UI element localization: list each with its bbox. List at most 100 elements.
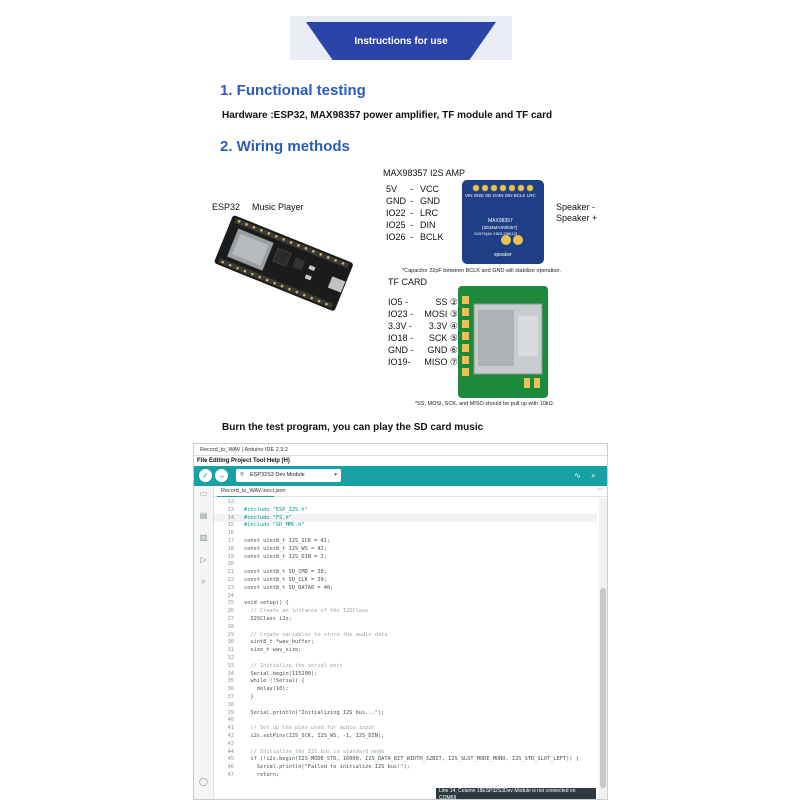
line-number: 40	[227, 717, 234, 724]
line-number: 32	[227, 655, 234, 661]
code-line[interactable]: 14#include "FS.h"	[214, 513, 597, 522]
scrollbar-thumb[interactable]	[600, 588, 606, 788]
line-code: #include "ESP_I2S.h"	[244, 506, 308, 513]
ide-tabs: Record_to_WAV.ino ci.json ⋯	[214, 486, 607, 497]
line-code: // Set up the pins used for audio input	[244, 725, 375, 732]
search-icon[interactable]: ⌕	[201, 577, 206, 586]
amp-board-speaker: speaker	[494, 252, 512, 258]
code-line[interactable]: 29 // Create variables to store the audi…	[214, 631, 597, 639]
code-line[interactable]: 16	[214, 529, 597, 537]
line-number: 39	[227, 709, 234, 716]
code-line[interactable]: 27 I2SClass i2s;	[214, 615, 597, 623]
library-icon[interactable]: ▥	[199, 533, 208, 542]
upload-button[interactable]: →	[215, 469, 228, 482]
code-line[interactable]: 31 size_t wav_size;	[214, 646, 597, 654]
line-code: I2SClass i2s;	[244, 616, 292, 622]
line-number: 19	[227, 553, 234, 560]
line-number: 16	[227, 530, 234, 537]
amp-note: *Capacitor 22pF between BCLK and GND wil…	[402, 268, 561, 274]
tf-left-pin: IO18 -	[388, 333, 414, 343]
code-line[interactable]: 45 if (!i2s.begin(I2S_MODE_STD, 16000, I…	[214, 755, 597, 763]
board-selector[interactable]: ESP32S3 Dev Module ⚲ ▾	[236, 469, 341, 482]
line-number: 44	[227, 748, 234, 755]
line-number: 18	[227, 545, 234, 552]
line-number: 45	[227, 756, 234, 763]
tf-right-pin: 3.3V ④	[428, 321, 458, 331]
amp-dash: -	[410, 196, 413, 206]
monitor-icon: ⌕	[591, 471, 596, 480]
amp-dash: -	[410, 208, 413, 218]
code-line[interactable]: 40	[214, 716, 597, 724]
code-line[interactable]: 43	[214, 740, 597, 748]
status-bar: Line 14, Column 18ESP32S3Dev Module is n…	[436, 788, 596, 799]
code-line[interactable]: 36 delay(10);	[214, 685, 597, 693]
verify-button[interactable]: ✓	[199, 469, 212, 482]
line-code: // Initialize the serial port	[244, 662, 343, 669]
code-line[interactable]: 26 // Create an instance of the I2SClass	[214, 607, 597, 615]
code-line[interactable]: 39 Serial.println("Initializing I2S bus.…	[214, 709, 597, 717]
code-line[interactable]: 13 #include "ESP_I2S.h"	[214, 506, 597, 514]
line-number: 12	[227, 499, 234, 505]
tf-left-pin: IO23 -	[388, 309, 414, 319]
editor-scrollbar[interactable]	[599, 498, 607, 799]
more-icon[interactable]: ⋯	[597, 487, 603, 493]
line-number: 13	[227, 506, 234, 513]
line-number: 46	[227, 764, 234, 771]
code-line[interactable]: 15#include "SD_MMC.h"	[214, 521, 597, 529]
tab-record-to-wav[interactable]: Record_to_WAV.ino	[217, 486, 274, 497]
code-line[interactable]: 30 uint8_t *wav_buffer;	[214, 638, 597, 646]
serial-plotter-button[interactable]: ∿	[572, 470, 583, 481]
code-line[interactable]: 42 i2s.setPins(I2S_SCK, I2S_WS, -1, I2S_…	[214, 732, 597, 740]
line-code: const uint8_t SD_CLK = 39;	[244, 577, 327, 583]
serial-monitor-button[interactable]: ⌕	[588, 470, 599, 481]
max98357-board-image: VIN GND SD GAIN DIN BCLK LRC MAX98357 (3…	[462, 180, 544, 264]
banner: Instructions for use	[290, 16, 512, 60]
amp-board-pins: VIN GND SD GAIN DIN BCLK LRC	[465, 193, 536, 198]
line-code: uint8_t *wav_buffer;	[244, 639, 315, 646]
boards-manager-icon[interactable]: ▤	[199, 511, 208, 520]
code-line[interactable]: 33 // Initialize the serial port	[214, 662, 597, 670]
code-line[interactable]: 32	[214, 654, 597, 662]
ide-toolbar: ✓ → ESP32S3 Dev Module ⚲ ▾ ∿ ⌕	[194, 466, 607, 486]
code-line[interactable]: 28	[214, 623, 597, 631]
code-line[interactable]: 44 // Initialize the I2S bus in standard…	[214, 748, 597, 756]
ide-menu-bar[interactable]: File Editing Project Tool Help (H)	[197, 458, 290, 464]
line-number: 37	[227, 694, 234, 700]
line-code: // Create variables to store the audio d…	[244, 631, 388, 638]
code-line[interactable]: 35 while (!Serial) {	[214, 677, 597, 685]
line-number: 43	[227, 740, 234, 747]
line-code: Serial.println("Failed to initialize I2S…	[244, 764, 410, 771]
tab-ci-json[interactable]: ci.json	[270, 488, 286, 494]
tf-right-pin: SCK ⑤	[428, 333, 458, 343]
line-code: // Initialize the I2S bus in standard mo…	[244, 748, 385, 755]
amp-right-pin: BCLK	[420, 232, 444, 242]
ide-title-bar: Record_to_WAV | Arduino IDE 2.3.2	[194, 444, 607, 456]
line-number: 14	[227, 514, 234, 521]
code-line[interactable]: 24	[214, 592, 597, 600]
account-icon[interactable]: ◯	[199, 777, 208, 786]
amp-dash: -	[410, 220, 413, 230]
code-line[interactable]: 37 }	[214, 693, 597, 701]
code-line[interactable]: 41 // Set up the pins used for audio inp…	[214, 724, 597, 732]
code-line[interactable]: 38	[214, 701, 597, 709]
speaker-plus-label: Speaker +	[556, 213, 598, 223]
folder-icon[interactable]: ▭	[199, 489, 208, 498]
esp32-board-image	[208, 215, 358, 315]
code-line[interactable]: 20	[214, 560, 597, 568]
amp-right-pin: DIN	[420, 220, 436, 230]
code-line[interactable]: 22 const uint8_t SD_CLK = 39;	[214, 576, 597, 584]
debug-icon[interactable]: ▷	[200, 555, 207, 564]
code-line[interactable]: 47 return;	[214, 771, 597, 779]
code-line[interactable]: 34 Serial.begin(115200);	[214, 670, 597, 678]
line-number: 22	[227, 577, 234, 583]
code-line[interactable]: 46 Serial.println("Failed to initialize …	[214, 763, 597, 771]
code-line[interactable]: 12	[214, 498, 597, 506]
line-code: // Create an instance of the I2SClass	[244, 608, 369, 615]
